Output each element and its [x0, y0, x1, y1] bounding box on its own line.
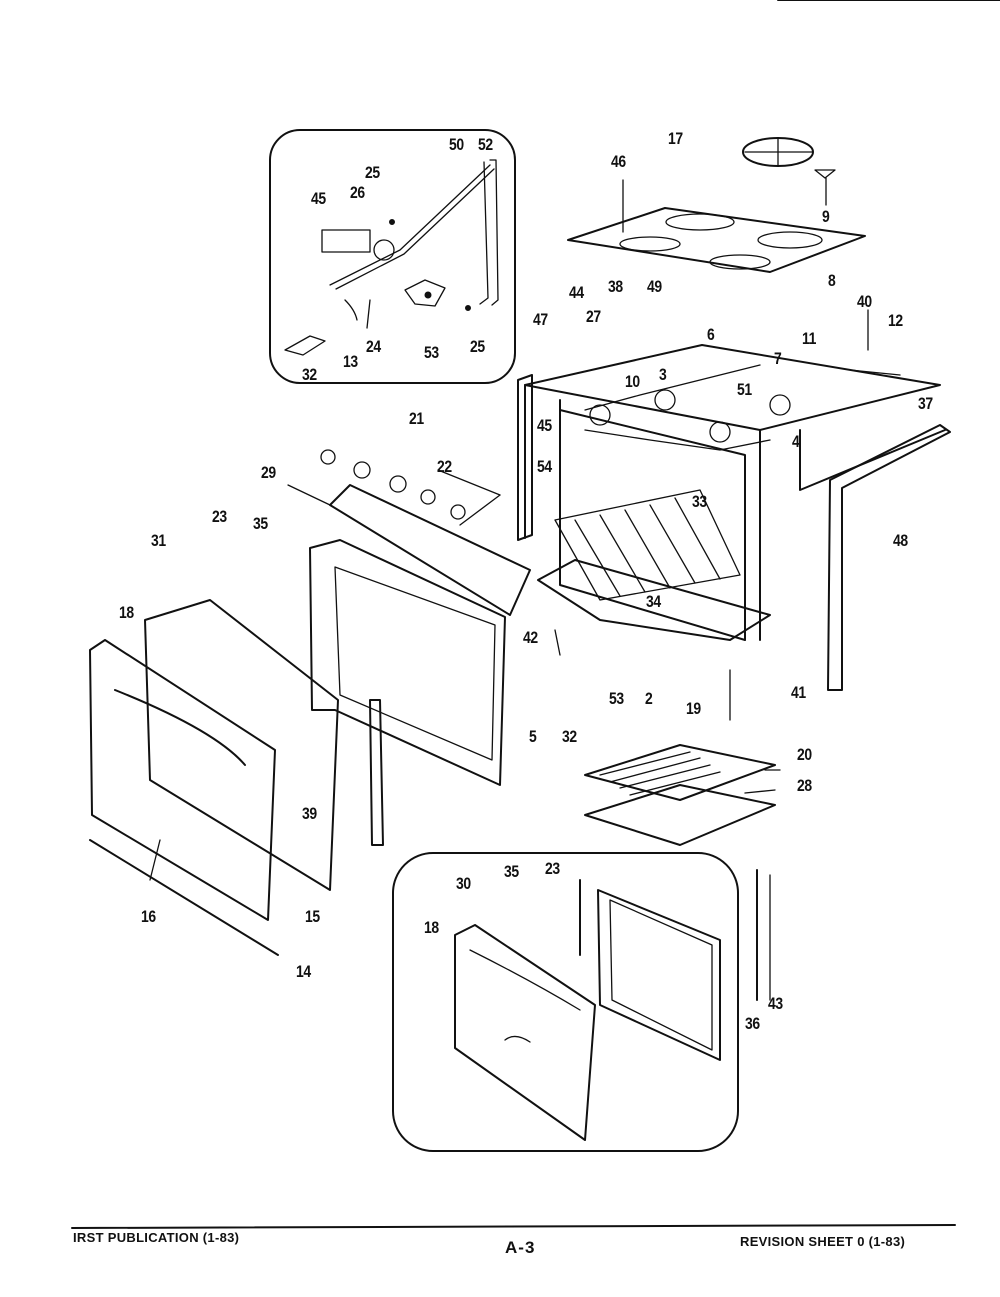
inset-callout-30: 30	[456, 874, 471, 893]
callout-35: 35	[253, 514, 268, 533]
valve-assembly-inset-parts	[284, 159, 499, 356]
alternate-door-inset-parts	[454, 879, 721, 1141]
callout-28: 28	[797, 776, 812, 795]
callout-18: 18	[119, 603, 134, 622]
inset-callout-32: 32	[302, 365, 317, 384]
inset-callout-25b: 25	[470, 337, 485, 356]
callout-46: 46	[611, 152, 626, 171]
oven-door-frame	[309, 539, 506, 846]
callout-47: 47	[533, 310, 548, 329]
inset-callout-35: 35	[504, 862, 519, 881]
callout-41: 41	[791, 683, 806, 702]
inset-callout-24: 24	[366, 337, 381, 356]
callout-10: 10	[625, 372, 640, 391]
control-panel-and-knobs	[320, 449, 531, 616]
callout-31: 31	[151, 531, 166, 550]
callout-51: 51	[737, 380, 752, 399]
callout-39: 39	[302, 804, 317, 823]
callout-37: 37	[918, 394, 933, 413]
callout-19: 19	[686, 699, 701, 718]
burner-grate	[742, 137, 814, 167]
callout-12: 12	[888, 311, 903, 330]
callout-3: 3	[659, 365, 667, 384]
inset-callout-18: 18	[424, 918, 439, 937]
inset-box-valve-assembly	[269, 129, 516, 384]
callout-42: 42	[523, 628, 538, 647]
callout-23: 23	[212, 507, 227, 526]
callout-48: 48	[893, 531, 908, 550]
inset-callout-52: 52	[478, 135, 493, 154]
inset-callout-53: 53	[424, 343, 439, 362]
callout-7: 7	[774, 349, 782, 368]
callout-29: 29	[261, 463, 276, 482]
footer-rule	[71, 1224, 956, 1229]
cooktop-panel	[567, 207, 866, 273]
callout-9: 9	[822, 207, 830, 226]
callout-45: 45	[537, 416, 552, 435]
callout-15: 15	[305, 907, 320, 926]
callout-54: 54	[537, 457, 552, 476]
callout-16: 16	[141, 907, 156, 926]
callout-36: 36	[745, 1014, 760, 1033]
inset-box-alternate-door	[392, 852, 739, 1152]
callout-49: 49	[647, 277, 662, 296]
inset-callout-50: 50	[449, 135, 464, 154]
callout-22: 22	[437, 457, 452, 476]
callout-38: 38	[608, 277, 623, 296]
callout-17: 17	[668, 129, 683, 148]
callout-40: 40	[857, 292, 872, 311]
callout-32: 32	[562, 727, 577, 746]
callout-14: 14	[296, 962, 311, 981]
callout-2: 2	[645, 689, 653, 708]
inset-callout-25a: 25	[365, 163, 380, 182]
broiler-pan	[584, 744, 776, 846]
callout-20: 20	[797, 745, 812, 764]
inset-callout-23: 23	[545, 859, 560, 878]
callout-53: 53	[609, 689, 624, 708]
callout-11: 11	[802, 329, 816, 348]
callout-27: 27	[586, 307, 601, 326]
footer-revision: REVISION SHEET 0 (1-83)	[740, 1234, 906, 1249]
page-code: A-3	[505, 1238, 536, 1257]
callout-34: 34	[646, 592, 661, 611]
callout-21: 21	[409, 409, 424, 428]
callout-6: 6	[707, 325, 715, 344]
inset-callout-13: 13	[343, 352, 358, 371]
callout-8: 8	[828, 271, 836, 290]
callout-43: 43	[768, 994, 783, 1013]
inset-callout-26: 26	[350, 183, 365, 202]
inset-callout-45: 45	[311, 189, 326, 208]
outer-oven-door	[89, 639, 279, 956]
oven-body	[517, 344, 951, 691]
callout-33: 33	[692, 492, 707, 511]
inner-door-panel	[144, 599, 339, 891]
callout-44: 44	[569, 283, 584, 302]
callout-4: 4	[792, 432, 800, 451]
footer-publication: IRST PUBLICATION (1-83)	[73, 1230, 240, 1245]
callout-5: 5	[529, 727, 537, 746]
